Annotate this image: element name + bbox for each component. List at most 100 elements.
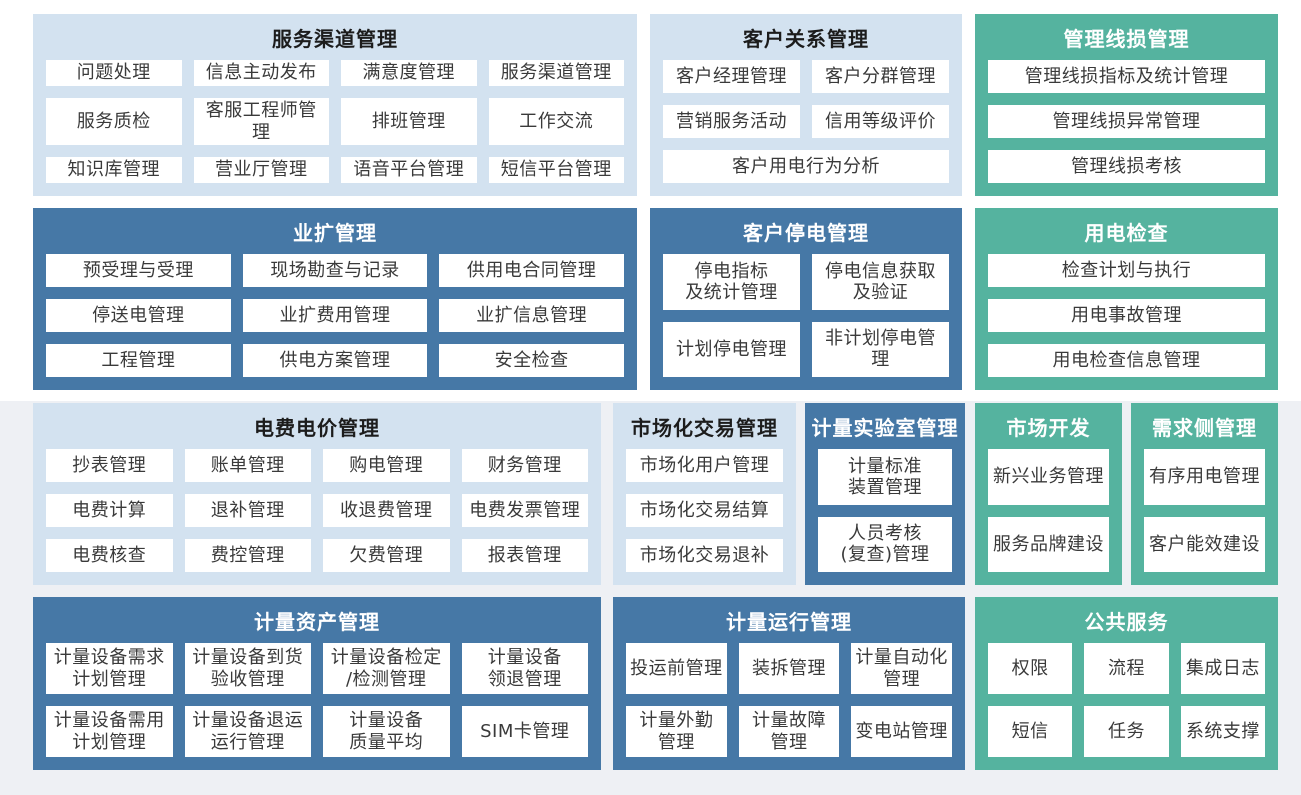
module-item: 现场勘查与记录 (242, 254, 428, 287)
block-items-power-utilization-inspection: 检查计划与执行用电事故管理用电检查信息管理 (975, 254, 1278, 390)
block-title-metering-lab-management: 计量实验室管理 (811, 416, 959, 440)
module-item: 满意度管理 (341, 60, 477, 86)
module-item: 计量设备到货 验收管理 (184, 643, 311, 694)
module-item: 电费发票管理 (461, 494, 588, 527)
block-demand-side-management: 需求侧管理有序用电管理客户能效建设 (1131, 403, 1278, 585)
block-title-public-services: 公共服务 (1084, 610, 1169, 634)
module-item: 停电信息获取 及验证 (812, 254, 949, 310)
module-item: 计量设备 领退管理 (461, 643, 588, 694)
module-item: 管理线损指标及统计管理 (988, 60, 1265, 93)
module-item: 用电事故管理 (988, 299, 1265, 332)
module-item: 退补管理 (184, 494, 311, 527)
module-item: 计量设备需用 计划管理 (46, 706, 173, 757)
module-item: 知识库管理 (46, 157, 182, 183)
block-metering-asset-management: 计量资产管理计量设备需求 计划管理计量设备到货 验收管理计量设备检定 /检测管理… (33, 597, 601, 770)
module-item: 服务渠道管理 (488, 60, 624, 86)
module-item: 计量故障 管理 (738, 706, 840, 757)
module-item: 客服工程师管理 (193, 97, 329, 146)
module-item: 集成日志 (1180, 643, 1265, 694)
module-item: 安全检查 (439, 344, 624, 377)
block-title-line-loss-management: 管理线损管理 (1063, 27, 1190, 51)
block-items-customer-relationship-management: 客户经理管理客户分群管理营销服务活动信用等级评价客户用电行为分析 (650, 60, 962, 196)
module-item: 业扩信息管理 (439, 299, 624, 332)
module-item: 停电指标 及统计管理 (663, 254, 800, 310)
module-item: 系统支撑 (1180, 706, 1265, 757)
module-item: 权限 (988, 643, 1073, 694)
module-item: 营业厅管理 (193, 157, 329, 183)
module-item: 营销服务活动 (663, 105, 800, 138)
block-title-market-development: 市场开发 (1006, 416, 1091, 440)
block-market-trading-management: 市场化交易管理市场化用户管理市场化交易结算市场化交易退补 (613, 403, 796, 585)
module-item: 有序用电管理 (1144, 449, 1265, 505)
module-item: 预受理与受理 (46, 254, 231, 287)
module-item: 欠费管理 (323, 539, 450, 572)
block-public-services: 公共服务权限流程集成日志短信任务系统支撑 (975, 597, 1278, 770)
module-item: 市场化交易退补 (626, 539, 783, 572)
module-item: 问题处理 (46, 60, 182, 86)
module-item: 客户用电行为分析 (663, 150, 949, 183)
block-items-public-services: 权限流程集成日志短信任务系统支撑 (975, 643, 1278, 770)
module-item: 计划停电管理 (663, 321, 800, 377)
module-item: 服务品牌建设 (988, 516, 1109, 572)
module-item: 购电管理 (323, 449, 450, 482)
block-items-tariff-price-management: 抄表管理账单管理购电管理财务管理电费计算退补管理收退费管理电费发票管理电费核查费… (33, 449, 601, 585)
block-items-demand-side-management: 有序用电管理客户能效建设 (1131, 449, 1278, 585)
module-item: 停送电管理 (46, 299, 231, 332)
module-item: 抄表管理 (46, 449, 173, 482)
block-items-market-development: 新兴业务管理服务品牌建设 (975, 449, 1122, 585)
module-item: 装拆管理 (738, 643, 840, 694)
module-item: 人员考核 (复查)管理 (818, 516, 952, 572)
module-item: 客户能效建设 (1144, 516, 1265, 572)
module-item: 用电检查信息管理 (988, 344, 1265, 377)
module-item: 管理线损异常管理 (988, 105, 1265, 138)
module-item: 短信 (988, 706, 1073, 757)
module-item: 供电方案管理 (242, 344, 428, 377)
block-market-development: 市场开发新兴业务管理服务品牌建设 (975, 403, 1122, 585)
block-title-market-trading-management: 市场化交易管理 (631, 416, 778, 440)
module-item: 信息主动发布 (193, 60, 329, 86)
block-items-service-channel-management: 问题处理信息主动发布满意度管理服务渠道管理服务质检客服工程师管理排班管理工作交流… (33, 60, 637, 196)
module-item: 管理线损考核 (988, 150, 1265, 183)
module-item: 变电站管理 (851, 706, 952, 757)
module-item: 计量设备退运 运行管理 (184, 706, 311, 757)
block-title-business-expansion-management: 业扩管理 (293, 221, 377, 245)
block-tariff-price-management: 电费电价管理抄表管理账单管理购电管理财务管理电费计算退补管理收退费管理电费发票管… (33, 403, 601, 585)
module-item: 计量设备需求 计划管理 (46, 643, 173, 694)
block-title-tariff-price-management: 电费电价管理 (254, 416, 380, 440)
module-item: 供用电合同管理 (439, 254, 624, 287)
module-item: 计量自动化 管理 (851, 643, 952, 694)
block-items-market-trading-management: 市场化用户管理市场化交易结算市场化交易退补 (613, 449, 796, 585)
block-title-demand-side-management: 需求侧管理 (1152, 416, 1257, 440)
module-item: 任务 (1084, 706, 1169, 757)
block-title-metering-operation-management: 计量运行管理 (726, 610, 852, 634)
module-item: 报表管理 (461, 539, 588, 572)
block-business-expansion-management: 业扩管理预受理与受理现场勘查与记录供用电合同管理停送电管理业扩费用管理业扩信息管… (33, 208, 637, 390)
module-item: 计量设备检定 /检测管理 (323, 643, 450, 694)
block-title-customer-relationship-management: 客户关系管理 (743, 27, 869, 51)
block-title-customer-outage-management: 客户停电管理 (743, 221, 869, 245)
module-item: 账单管理 (184, 449, 311, 482)
module-item: 排班管理 (341, 97, 477, 146)
module-item: 检查计划与执行 (988, 254, 1265, 287)
block-items-business-expansion-management: 预受理与受理现场勘查与记录供用电合同管理停送电管理业扩费用管理业扩信息管理工程管… (33, 254, 637, 390)
module-item: 计量设备 质量平均 (323, 706, 450, 757)
module-item: 流程 (1084, 643, 1169, 694)
module-item: 电费核查 (46, 539, 173, 572)
module-item: 电费计算 (46, 494, 173, 527)
module-item: 财务管理 (461, 449, 588, 482)
module-item: 短信平台管理 (488, 157, 624, 183)
module-item: 客户经理管理 (663, 60, 800, 93)
module-item: 客户分群管理 (812, 60, 949, 93)
module-item: 工作交流 (488, 97, 624, 146)
module-item: 投运前管理 (626, 643, 727, 694)
module-item: 计量标准 装置管理 (818, 449, 952, 505)
module-item: 新兴业务管理 (988, 449, 1109, 505)
module-item: 市场化用户管理 (626, 449, 783, 482)
block-metering-operation-management: 计量运行管理投运前管理装拆管理计量自动化 管理计量外勤 管理计量故障 管理变电站… (613, 597, 965, 770)
block-title-power-utilization-inspection: 用电检查 (1084, 221, 1169, 245)
block-title-metering-asset-management: 计量资产管理 (254, 610, 380, 634)
module-item: 信用等级评价 (812, 105, 949, 138)
block-line-loss-management: 管理线损管理管理线损指标及统计管理管理线损异常管理管理线损考核 (975, 14, 1278, 196)
block-items-metering-operation-management: 投运前管理装拆管理计量自动化 管理计量外勤 管理计量故障 管理变电站管理 (613, 643, 965, 770)
